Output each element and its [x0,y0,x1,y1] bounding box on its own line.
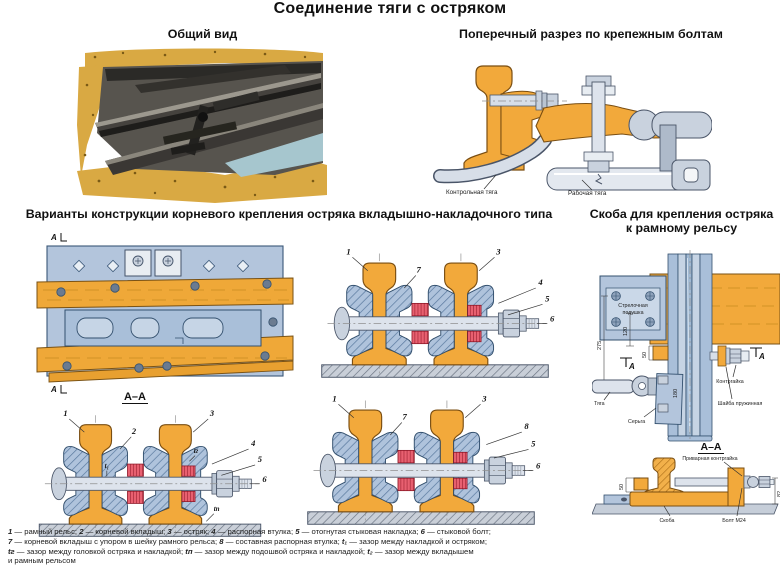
bracket-heading: Скоба для крепления остряка к рамному ре… [583,207,780,235]
rail-bracket [124,249,182,277]
cross-section-heading: Поперечный разрез по крепежным болтам [459,27,723,41]
dim-180: 180 [673,389,679,398]
section-marker-top: А [50,233,67,242]
general-view-heading: Общий вид [167,27,238,41]
xsec-mid-callouts: 1 7 3 8 5 6 [332,393,541,471]
xsec-aa-diagram: 1 2 3 4 5 6 t₁ tг tп [38,408,267,537]
switch-pad-plate: Стрелочная подушка [599,275,667,341]
rod-label: Тяга [594,401,605,407]
plan-view-diagram: А [36,233,294,394]
callout-1: 1 [346,246,350,256]
cross-section-diagram: Контрольная тяга Рабочая тяга [433,65,712,196]
bracket-heading-line2: к рамному рельсу [625,221,738,235]
callout-6: 6 [550,314,555,324]
cotter-pin [594,173,603,185]
dim-50: 50 [619,477,640,493]
callout-1: 1 [63,408,67,418]
callout-7: 7 [403,412,408,422]
svg-text:275: 275 [597,341,603,350]
gap-tg-label: tг [194,447,199,455]
rail-top [36,277,294,309]
callout-6: 6 [536,461,541,471]
callout-4: 4 [537,277,543,287]
svg-text:А: А [758,352,765,361]
dim-82: 82 [772,477,780,505]
page-title: Соединение тяги с остряком [273,0,507,17]
clamp [629,467,745,507]
working-rod-label: Рабочая тяга [568,189,607,196]
rod-and-shackle: 180 [592,373,684,425]
xsec-mid-diagram: 1 7 3 8 5 6 [307,393,541,525]
ball-joint-link [628,109,712,191]
callout-1: 1 [332,393,336,403]
bracket-aa-diagram: 50 82 Приварная контргайка Скоба Болт М2… [592,455,780,524]
aa-heading-left: А–А [121,391,148,404]
dim-50: 50 [642,345,668,361]
washer-label: Шайба пружинная [718,400,763,407]
track-bolts [56,279,278,373]
callout-8: 8 [524,421,529,431]
xsec-top-callouts: 1 7 3 4 5 6 [346,246,555,324]
aa-heading-right: А–А [698,441,724,454]
callout-3: 3 [481,393,487,403]
gap-tp-label: tп [214,505,220,513]
svg-text:82: 82 [777,491,780,497]
callout-5: 5 [258,454,262,464]
callout-5: 5 [531,439,536,449]
callout-6: 6 [262,474,267,484]
svg-text:120: 120 [623,327,629,336]
bolt-nut [743,475,775,489]
svg-text:А: А [50,385,57,394]
switch-machinery [162,91,260,156]
gap-t1-label: t₁ [105,462,109,470]
pad-label-line1: Стрелочная [618,303,648,309]
bolt-label: Болт М24 [722,518,746,524]
svg-text:50: 50 [619,484,625,490]
svg-text:А: А [50,233,57,242]
section-marker-bottom: А [50,385,67,394]
welded-locknut-label: Приварная контргайка [682,455,737,462]
callout-5: 5 [545,293,550,303]
fishplate [64,309,262,347]
sleeper [135,65,291,93]
svg-text:А: А [628,362,635,371]
callout-2: 2 [131,426,137,436]
control-rod-label: Контрольная тяга [446,189,498,196]
callout-4: 4 [250,438,255,448]
spacer-block [652,345,669,361]
vertical-bolt [581,75,616,185]
locknut-label: Контргайка [716,378,743,385]
section-mark-left: А [620,357,635,371]
callout-3: 3 [209,408,214,418]
switch-rail-section [641,457,687,499]
section-mark-right: А [750,347,765,361]
shackle-label: Серьга [628,419,645,425]
xsec-aa-callouts: 1 2 3 4 5 6 t₁ tг tп [63,408,267,522]
callout-3: 3 [495,246,501,256]
xsec-top-diagram: 1 7 3 4 5 6 [321,246,555,378]
ballast-speckles [83,50,315,197]
slide-plate [225,133,323,177]
clamp-plates [667,253,713,442]
upper-bolt [482,90,567,111]
legend: 1 — рамный рельс; 2 — корневой вкладыш; … [8,527,491,566]
callout-7: 7 [417,265,422,275]
clamp-label: Скоба [659,518,674,524]
bracket-front-diagram: Стрелочная подушка 50 120 [592,250,780,442]
bracket-heading-line1: Скоба для крепления остряка [589,207,774,221]
variants-heading: Варианты конструкции корневого крепления… [25,207,553,221]
dim-120: 120 [623,312,634,347]
control-rod [433,133,552,184]
svg-text:50: 50 [642,352,648,358]
locknut-bolt [709,345,750,367]
general-view-photo [75,45,330,207]
clamp-bolt-rod [674,477,736,487]
